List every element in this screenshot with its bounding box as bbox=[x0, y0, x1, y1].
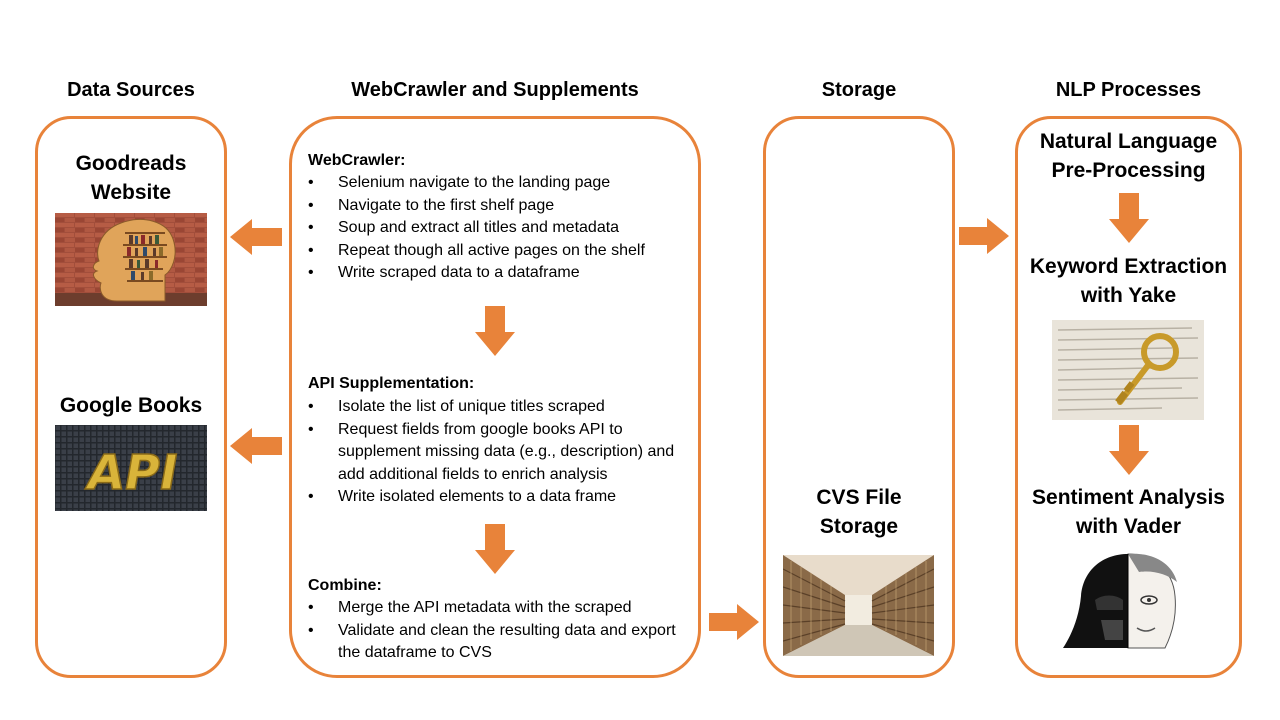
nlp-preprocessing-label: Natural Language Pre-Processing bbox=[1039, 130, 1218, 182]
api-blocks-icon: API bbox=[55, 425, 207, 511]
archive-shelves-icon bbox=[783, 555, 934, 656]
list-item: Isolate the list of unique titles scrape… bbox=[308, 396, 688, 419]
list-item: Merge the API metadata with the scraped bbox=[308, 597, 688, 620]
arrow-down-api-to-combine bbox=[475, 524, 515, 574]
list-item: Request fields from google books API to … bbox=[308, 419, 688, 487]
arrow-down-preprocessing-to-keyword bbox=[1109, 193, 1149, 243]
combine-section-title: Combine: bbox=[308, 577, 382, 594]
webcrawler-steps-list: Selenium navigate to the landing page Na… bbox=[308, 172, 688, 285]
list-item: Navigate to the first shelf page bbox=[308, 195, 688, 218]
column-title-storage: Storage bbox=[821, 79, 897, 101]
list-item: Repeat though all active pages on the sh… bbox=[308, 240, 688, 263]
combine-steps-list: Merge the API metadata with the scraped … bbox=[308, 597, 688, 665]
list-item: Selenium navigate to the landing page bbox=[308, 172, 688, 195]
arrow-down-keyword-to-sentiment bbox=[1109, 425, 1149, 475]
cvs-storage-label: CVS File Storage bbox=[816, 486, 902, 538]
list-item: Write isolated elements to a data frame bbox=[308, 486, 688, 509]
google-books-api-image: API bbox=[55, 425, 207, 511]
list-item: Soup and extract all titles and metadata bbox=[308, 217, 688, 240]
webcrawler-section-title: WebCrawler: bbox=[308, 152, 406, 169]
column-title-webcrawler: WebCrawler and Supplements bbox=[351, 79, 639, 101]
keyword-key-image bbox=[1052, 320, 1204, 420]
list-item: Write scraped data to a dataframe bbox=[308, 262, 688, 285]
goodreads-image bbox=[55, 213, 207, 306]
data-sources-panel bbox=[35, 116, 227, 678]
arrow-right-to-storage bbox=[709, 604, 759, 640]
goodreads-label: Goodreads Website bbox=[75, 152, 187, 204]
vader-face-icon bbox=[1053, 548, 1203, 655]
column-title-data-sources: Data Sources bbox=[67, 79, 195, 101]
arrow-right-to-nlp bbox=[959, 218, 1009, 254]
google-books-label: Google Books bbox=[59, 394, 203, 417]
keyword-extraction-label: Keyword Extraction with Yake bbox=[1029, 255, 1228, 307]
svg-text:API: API bbox=[83, 445, 183, 501]
golden-key-icon bbox=[1052, 320, 1204, 420]
sentiment-vader-image bbox=[1053, 548, 1203, 655]
api-section-title: API Supplementation: bbox=[308, 375, 475, 392]
list-item: Validate and clean the resulting data an… bbox=[308, 620, 688, 665]
arrow-down-crawler-to-api bbox=[475, 306, 515, 356]
column-title-nlp: NLP Processes bbox=[1055, 79, 1202, 101]
bookshelf-head-icon bbox=[55, 213, 207, 306]
arrow-left-to-goodreads bbox=[230, 219, 282, 255]
storage-archive-image bbox=[783, 555, 934, 656]
arrow-left-to-google-books bbox=[230, 428, 282, 464]
sentiment-analysis-label: Sentiment Analysis with Vader bbox=[1032, 486, 1225, 538]
api-steps-list: Isolate the list of unique titles scrape… bbox=[308, 396, 688, 509]
